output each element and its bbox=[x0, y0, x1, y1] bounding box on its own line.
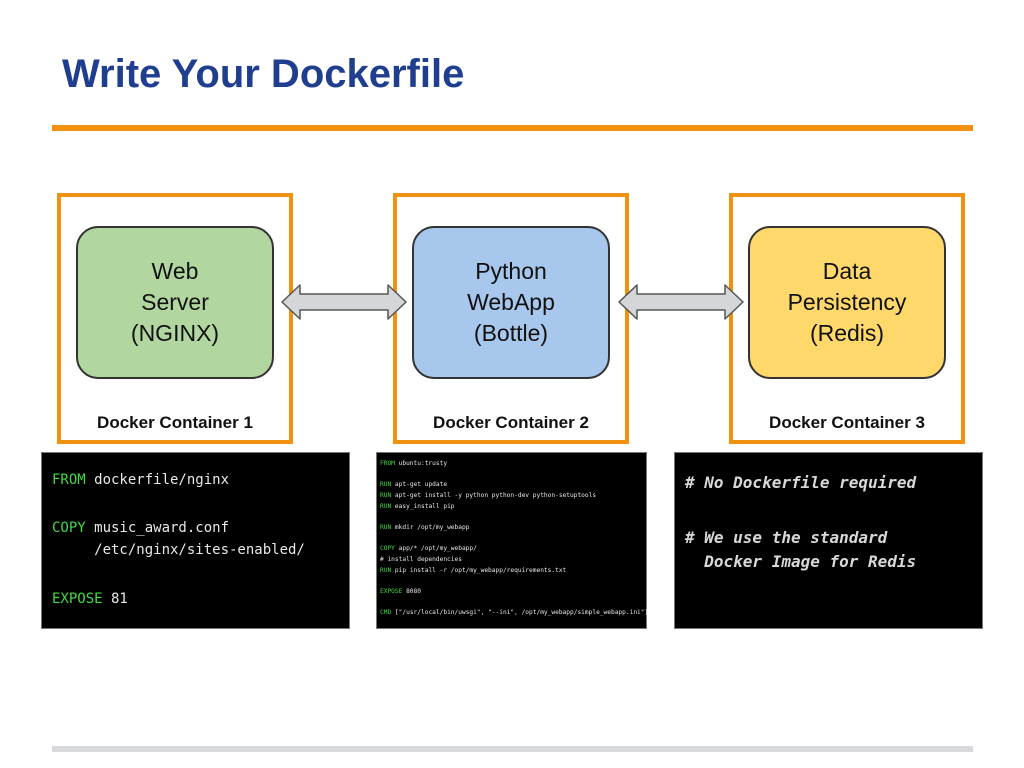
container-label-1: Docker Container 1 bbox=[97, 413, 253, 432]
code-line: RUN mkdir /opt/my_webapp bbox=[380, 524, 469, 531]
node-line: (Redis) bbox=[809, 320, 885, 346]
code-comment: Docker Image for Redis bbox=[685, 552, 917, 571]
node-line: Server bbox=[141, 289, 209, 315]
container-label-3: Docker Container 3 bbox=[769, 413, 925, 432]
docker-container-3-frame bbox=[729, 193, 965, 444]
code-text: apt-get update bbox=[391, 481, 448, 488]
node-line: WebApp bbox=[467, 289, 555, 315]
code-text: ["/usr/local/bin/uwsgi", "--ini", /opt/m… bbox=[391, 609, 649, 616]
code-line: EXPOSE 81 bbox=[52, 591, 128, 607]
code-keyword: RUN bbox=[380, 492, 392, 499]
code-comment: # We use the standard bbox=[685, 528, 888, 547]
python-webapp-node: Python WebApp (Bottle) bbox=[412, 226, 610, 379]
nginx-dockerfile-code: FROM dockerfile/nginx COPY music_award.c… bbox=[41, 452, 350, 629]
code-text: ubuntu:trusty bbox=[394, 460, 448, 467]
web-server-node: Web Server (NGINX) bbox=[76, 226, 274, 379]
code-keyword: RUN bbox=[380, 567, 392, 574]
double-arrow-1 bbox=[281, 284, 407, 320]
code-text: 81 bbox=[102, 591, 128, 607]
code-line: RUN apt-get install -y python python-dev… bbox=[380, 492, 596, 499]
code-line: /etc/nginx/sites-enabled/ bbox=[52, 542, 305, 558]
code-keyword: RUN bbox=[380, 503, 392, 510]
code-keyword: RUN bbox=[380, 524, 392, 531]
docker-container-1-frame bbox=[57, 193, 293, 444]
code-text: dockerfile/nginx bbox=[85, 472, 230, 488]
node-line: Data bbox=[822, 258, 872, 284]
code-keyword: COPY bbox=[380, 545, 395, 552]
footer-divider bbox=[52, 746, 973, 752]
node-line: (NGINX) bbox=[130, 320, 220, 346]
code-keyword: FROM bbox=[380, 460, 395, 467]
code-line: RUN apt-get update bbox=[380, 481, 447, 488]
code-text: easy_install pip bbox=[391, 503, 455, 510]
node-line: (Bottle) bbox=[473, 320, 549, 346]
node-line: Web bbox=[151, 258, 199, 284]
docker-container-2-frame bbox=[393, 193, 629, 444]
code-text: pip install -r /opt/my_webapp/requiremen… bbox=[391, 567, 567, 574]
code-keyword: FROM bbox=[52, 472, 86, 488]
title-divider bbox=[52, 125, 973, 131]
code-line: RUN easy_install pip bbox=[380, 503, 455, 510]
code-comment: # No Dockerfile required bbox=[685, 473, 917, 492]
double-arrow-2 bbox=[618, 284, 744, 320]
code-text: mkdir /opt/my_webapp bbox=[391, 524, 470, 531]
code-keyword: EXPOSE bbox=[52, 591, 103, 607]
code-line: EXPOSE 8080 bbox=[380, 588, 421, 595]
code-text: apt-get install -y python python-dev pyt… bbox=[391, 492, 597, 499]
node-line: Persistency bbox=[787, 289, 907, 315]
code-text: /etc/nginx/sites-enabled/ bbox=[52, 542, 305, 558]
code-text: music_award.conf bbox=[85, 520, 230, 536]
code-text: app/* /opt/my_webapp/ bbox=[394, 545, 477, 552]
webapp-dockerfile-code: FROM ubuntu:trusty RUN apt-get update RU… bbox=[376, 452, 648, 629]
node-line: Python bbox=[475, 258, 547, 284]
code-line: FROM ubuntu:trusty bbox=[380, 460, 447, 467]
data-persistency-node: Data Persistency (Redis) bbox=[748, 226, 946, 379]
code-keyword: EXPOSE bbox=[380, 588, 403, 595]
code-text: # install dependencies bbox=[380, 556, 462, 563]
code-line: COPY app/* /opt/my_webapp/ bbox=[380, 545, 477, 552]
code-line: COPY music_award.conf bbox=[52, 520, 229, 536]
code-line: FROM dockerfile/nginx bbox=[52, 472, 229, 488]
code-keyword: COPY bbox=[52, 520, 86, 536]
container-label-2: Docker Container 2 bbox=[433, 413, 589, 432]
code-keyword: CMD bbox=[380, 609, 392, 616]
code-keyword: RUN bbox=[380, 481, 392, 488]
code-line: # install dependencies bbox=[380, 556, 462, 563]
redis-dockerfile-code: # No Dockerfile required # We use the st… bbox=[674, 452, 983, 629]
slide-title: Write Your Dockerfile bbox=[62, 52, 465, 96]
code-line: RUN pip install -r /opt/my_webapp/requir… bbox=[380, 567, 566, 574]
code-text: 8080 bbox=[402, 588, 421, 595]
code-line: CMD ["/usr/local/bin/uwsgi", "--ini", /o… bbox=[380, 609, 648, 616]
